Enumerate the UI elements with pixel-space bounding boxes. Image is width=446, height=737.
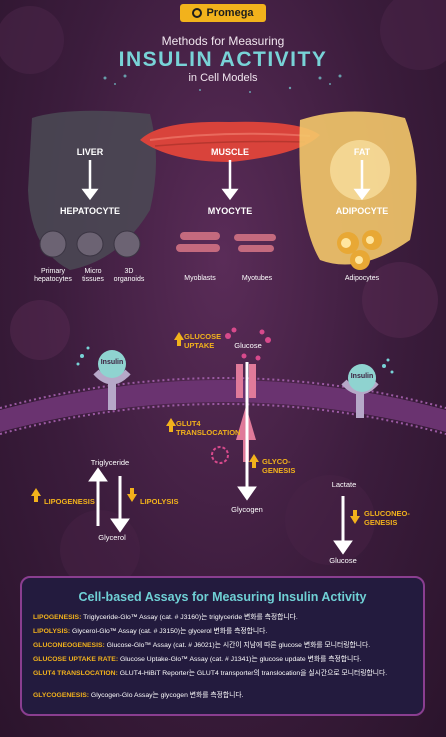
lactate-label: Lactate [331,480,357,489]
pathway-art [0,327,446,555]
assay-label: GLUT4 TRANSLOCATION: [33,670,118,677]
model-myoblasts: Myoblasts [184,275,216,282]
assay-label: LIPOLYSIS: [33,628,71,635]
glut4-translocation-label: GLUT4 TRANSLOCATION [176,419,241,437]
title-line2: INSULIN ACTIVITY [118,48,328,71]
assay-text: Glucose Uptake-Glo™ Assay (cat. # J1341)… [119,656,362,663]
lipogenesis-label: LIPOGENESIS [44,497,95,506]
model-primary-hepatocytes: Primary hepatocytes [34,268,72,284]
assay-text: Triglyceride-Glo™ Assay (cat. # J3160)는 … [83,614,298,621]
triglyceride-label: Triglyceride [90,458,130,467]
glucose-top-label: Glucose [234,341,262,350]
assay-text: Glycogen-Glo Assay는 glycogen 변화를 측정합니다. [90,692,244,699]
assay-row-glucose-uptake: GLUCOSE UPTAKE RATE: Glucose Uptake-Glo™… [33,656,418,664]
assay-row-lipolysis: LIPOLYSIS: Glycerol-Glo™ Assay (cat. # J… [33,628,418,636]
insulin-left-label: Insulin [100,359,124,366]
assay-label: GLUCOSE UPTAKE RATE: [33,656,119,663]
promega-logo: Promega [180,4,266,22]
glucose-uptake-label: GLUCOSE UPTAKE [184,332,222,350]
model-adipocytes: Adipocytes [344,275,380,282]
assay-row-glycogenesis: GLYCOGENESIS: Glycogen-Glo Assay는 glycog… [33,692,418,700]
cell-adipocyte: ADIPOCYTE [335,206,389,216]
lipolysis-label: LIPOLYSIS [140,497,179,506]
tissue-fat: FAT [353,147,371,157]
glycogenesis-label: GLYCO-GENESIS [262,457,296,475]
promega-logo-mark [192,8,203,18]
tissue-muscle: MUSCLE [211,147,249,157]
assay-text: Glycerol-Glo™ Assay (cat. # J3150)는 glyc… [72,628,268,635]
assays-panel [20,576,425,716]
assay-label: GLYCOGENESIS: [33,692,90,699]
glycerol-label: Glycerol [98,533,126,542]
title-line1: Methods for Measuring [161,34,285,48]
tissue-liver: LIVER [76,147,104,157]
assay-row-lipogenesis: LIPOGENESIS: Triglyceride-Glo™ Assay (ca… [33,614,418,622]
insulin-right-label: Insulin [350,373,374,380]
assay-row-glut4: GLUT4 TRANSLOCATION: GLUT4-HiBiT Reporte… [33,670,418,678]
assay-label: GLUCONEOGENESIS: [33,642,105,649]
title-line3: in Cell Models [188,72,258,84]
assay-text: GLUT4-HiBiT Reporter는 GLUT4 transporter의… [119,670,388,677]
model-myotubes: Myotubes [241,275,273,282]
organ-art [28,110,417,270]
cell-hepatocyte: HEPATOCYTE [59,206,120,216]
model-3d-organoids: 3D organoids [113,268,145,284]
gluconeogenesis-label: GLUCONEO-GENESIS [364,509,410,527]
glucose-bottom-label: Glucose [329,556,357,565]
assay-row-gluconeogenesis: GLUCONEOGENESIS: Glucose-Glo™ Assay (cat… [33,642,418,650]
assay-label: LIPOGENESIS: [33,614,82,621]
glycogen-label: Glycogen [231,505,263,514]
model-micro-tissues: Micro tissues [82,268,104,284]
cell-myocyte: MYOCYTE [207,206,253,216]
assay-text: Glucose-Glo™ Assay (cat. # J6021)는 시간이 지… [106,642,371,649]
brand-name: Promega [206,7,254,19]
assays-title: Cell-based Assays for Measuring Insulin … [78,590,367,604]
